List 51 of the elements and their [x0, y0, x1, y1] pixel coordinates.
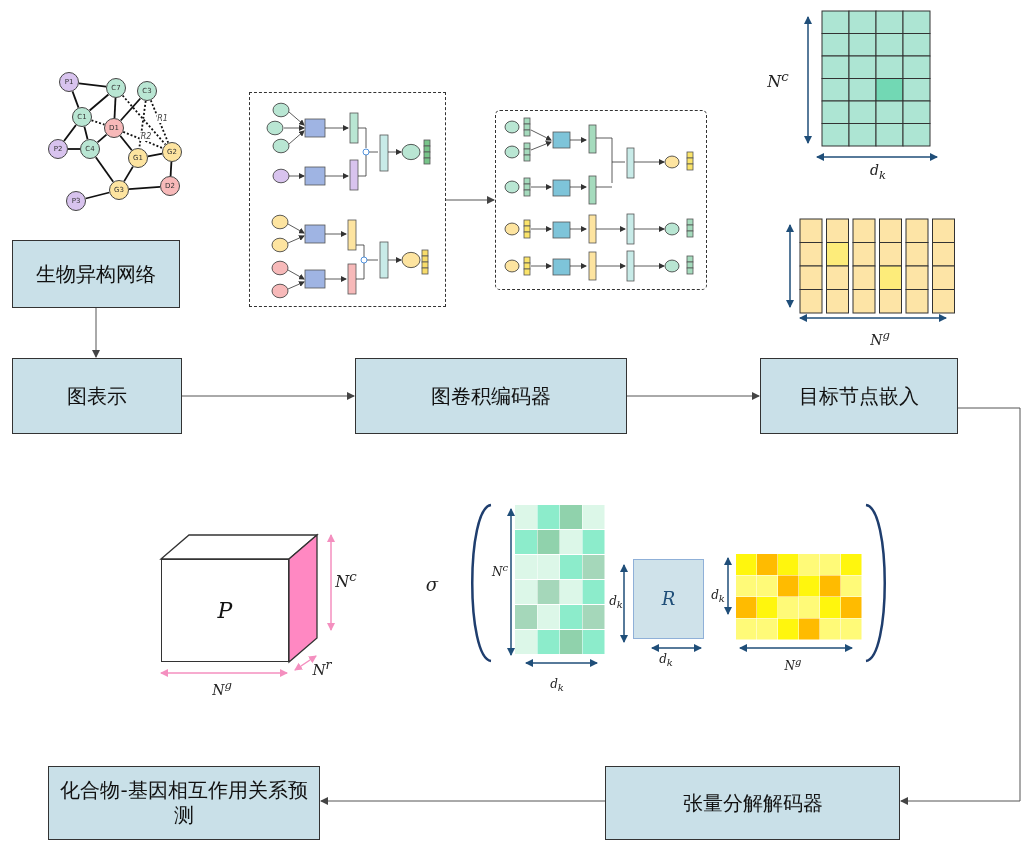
- process-box: 张量分解解码器: [605, 766, 900, 840]
- connector-line: [63, 124, 77, 142]
- arrow: [181, 392, 355, 400]
- dimension-label: N$^{c}$: [335, 568, 357, 592]
- dimension-label: d$_{k}$: [609, 593, 623, 611]
- process-box: 目标节点嵌入: [760, 358, 958, 434]
- connector-line: [67, 148, 81, 150]
- dimension-label: d$_{k}$: [870, 162, 886, 182]
- edge-label: R1: [156, 114, 169, 123]
- connector-line: [90, 119, 106, 126]
- connector-line: [83, 125, 89, 141]
- process-box: 图表示: [12, 358, 182, 434]
- connector-line: [94, 156, 115, 183]
- dimension-label: d$_{k}$: [711, 587, 725, 605]
- dimension-label: N$^{g}$: [870, 328, 890, 348]
- dimension-label: N$^{g}$: [784, 655, 802, 673]
- dashed-panel: [495, 110, 707, 290]
- connector-line: [149, 99, 170, 144]
- dimension-label: N$^{r}$: [312, 657, 332, 679]
- arrow: [900, 407, 1021, 805]
- dimension-label: N$^{g}$: [212, 678, 232, 698]
- connector-line: [78, 82, 107, 88]
- connector-line: [88, 93, 110, 112]
- connector-line: [96, 133, 108, 144]
- dimension-label: d$_{k}$: [550, 676, 564, 694]
- connector-line: [121, 94, 167, 146]
- dimension-label: N$^{c}$: [767, 68, 789, 92]
- arrow: [445, 196, 495, 204]
- edge-label: R2: [139, 133, 153, 141]
- connector-line: [122, 130, 164, 150]
- dimension-label: d$_{k}$: [659, 651, 673, 669]
- matrix-box: R: [633, 559, 704, 639]
- connector-line: [169, 161, 173, 177]
- connector-line: [128, 185, 161, 191]
- arrow: [320, 797, 606, 805]
- connector-line: [146, 152, 164, 158]
- connector-line: [84, 191, 111, 200]
- connector-line: [119, 97, 142, 122]
- connector-line: [119, 134, 133, 152]
- arrow: [626, 392, 760, 400]
- dashed-panel: [249, 92, 446, 307]
- process-box: 图卷积编码器: [355, 358, 627, 434]
- connector-line: [123, 165, 134, 183]
- process-box: 化合物-基因相互作用关系预测: [48, 766, 320, 840]
- arrow: [92, 307, 100, 358]
- connector-line: [138, 100, 147, 149]
- dimension-label: σ: [425, 573, 439, 595]
- dimension-label: N$^{c}$: [491, 561, 509, 579]
- process-box: 生物异构网络: [12, 240, 180, 308]
- connector-line: [71, 90, 80, 109]
- connector-line: [113, 97, 117, 119]
